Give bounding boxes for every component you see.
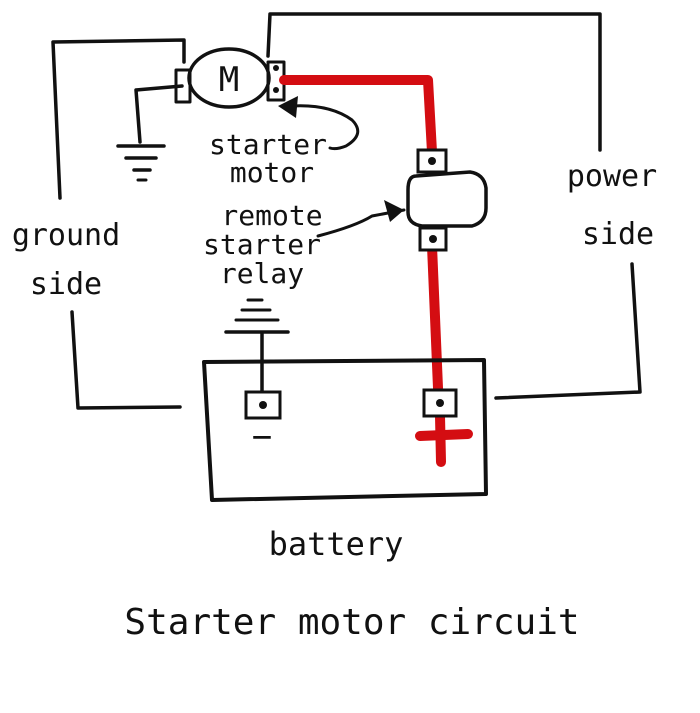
battery-ground-symbol: [224, 298, 290, 394]
starter-motor-label-line1: starter: [209, 128, 327, 161]
relay-label-line1: remote: [221, 199, 322, 232]
relay-label-line3: relay: [220, 257, 304, 290]
starter-motor-label-line2: motor: [230, 156, 314, 189]
relay-label-line2: starter: [203, 228, 321, 261]
motor-pointer-arrow: [278, 96, 360, 151]
ground-side-label-line2: side: [30, 267, 102, 302]
ground-side-label-line1: ground: [12, 218, 120, 253]
power-side-label-line2: side: [582, 217, 654, 252]
battery-label: battery: [269, 525, 404, 563]
relay-icon: [406, 148, 488, 252]
battery-icon: −: [202, 358, 488, 502]
positive-wire: [279, 75, 473, 467]
power-side-wire: [266, 12, 642, 400]
diagram-title: Starter motor circuit: [124, 602, 579, 643]
relay-pointer-arrow: [316, 200, 406, 238]
negative-sign: −: [252, 417, 272, 457]
starter-motor-icon: M: [174, 47, 286, 109]
ground-side-wire: [51, 38, 186, 410]
motor-symbol: M: [219, 60, 239, 100]
motor-ground-wire: [116, 84, 184, 182]
power-side-label-line1: power: [567, 159, 657, 194]
